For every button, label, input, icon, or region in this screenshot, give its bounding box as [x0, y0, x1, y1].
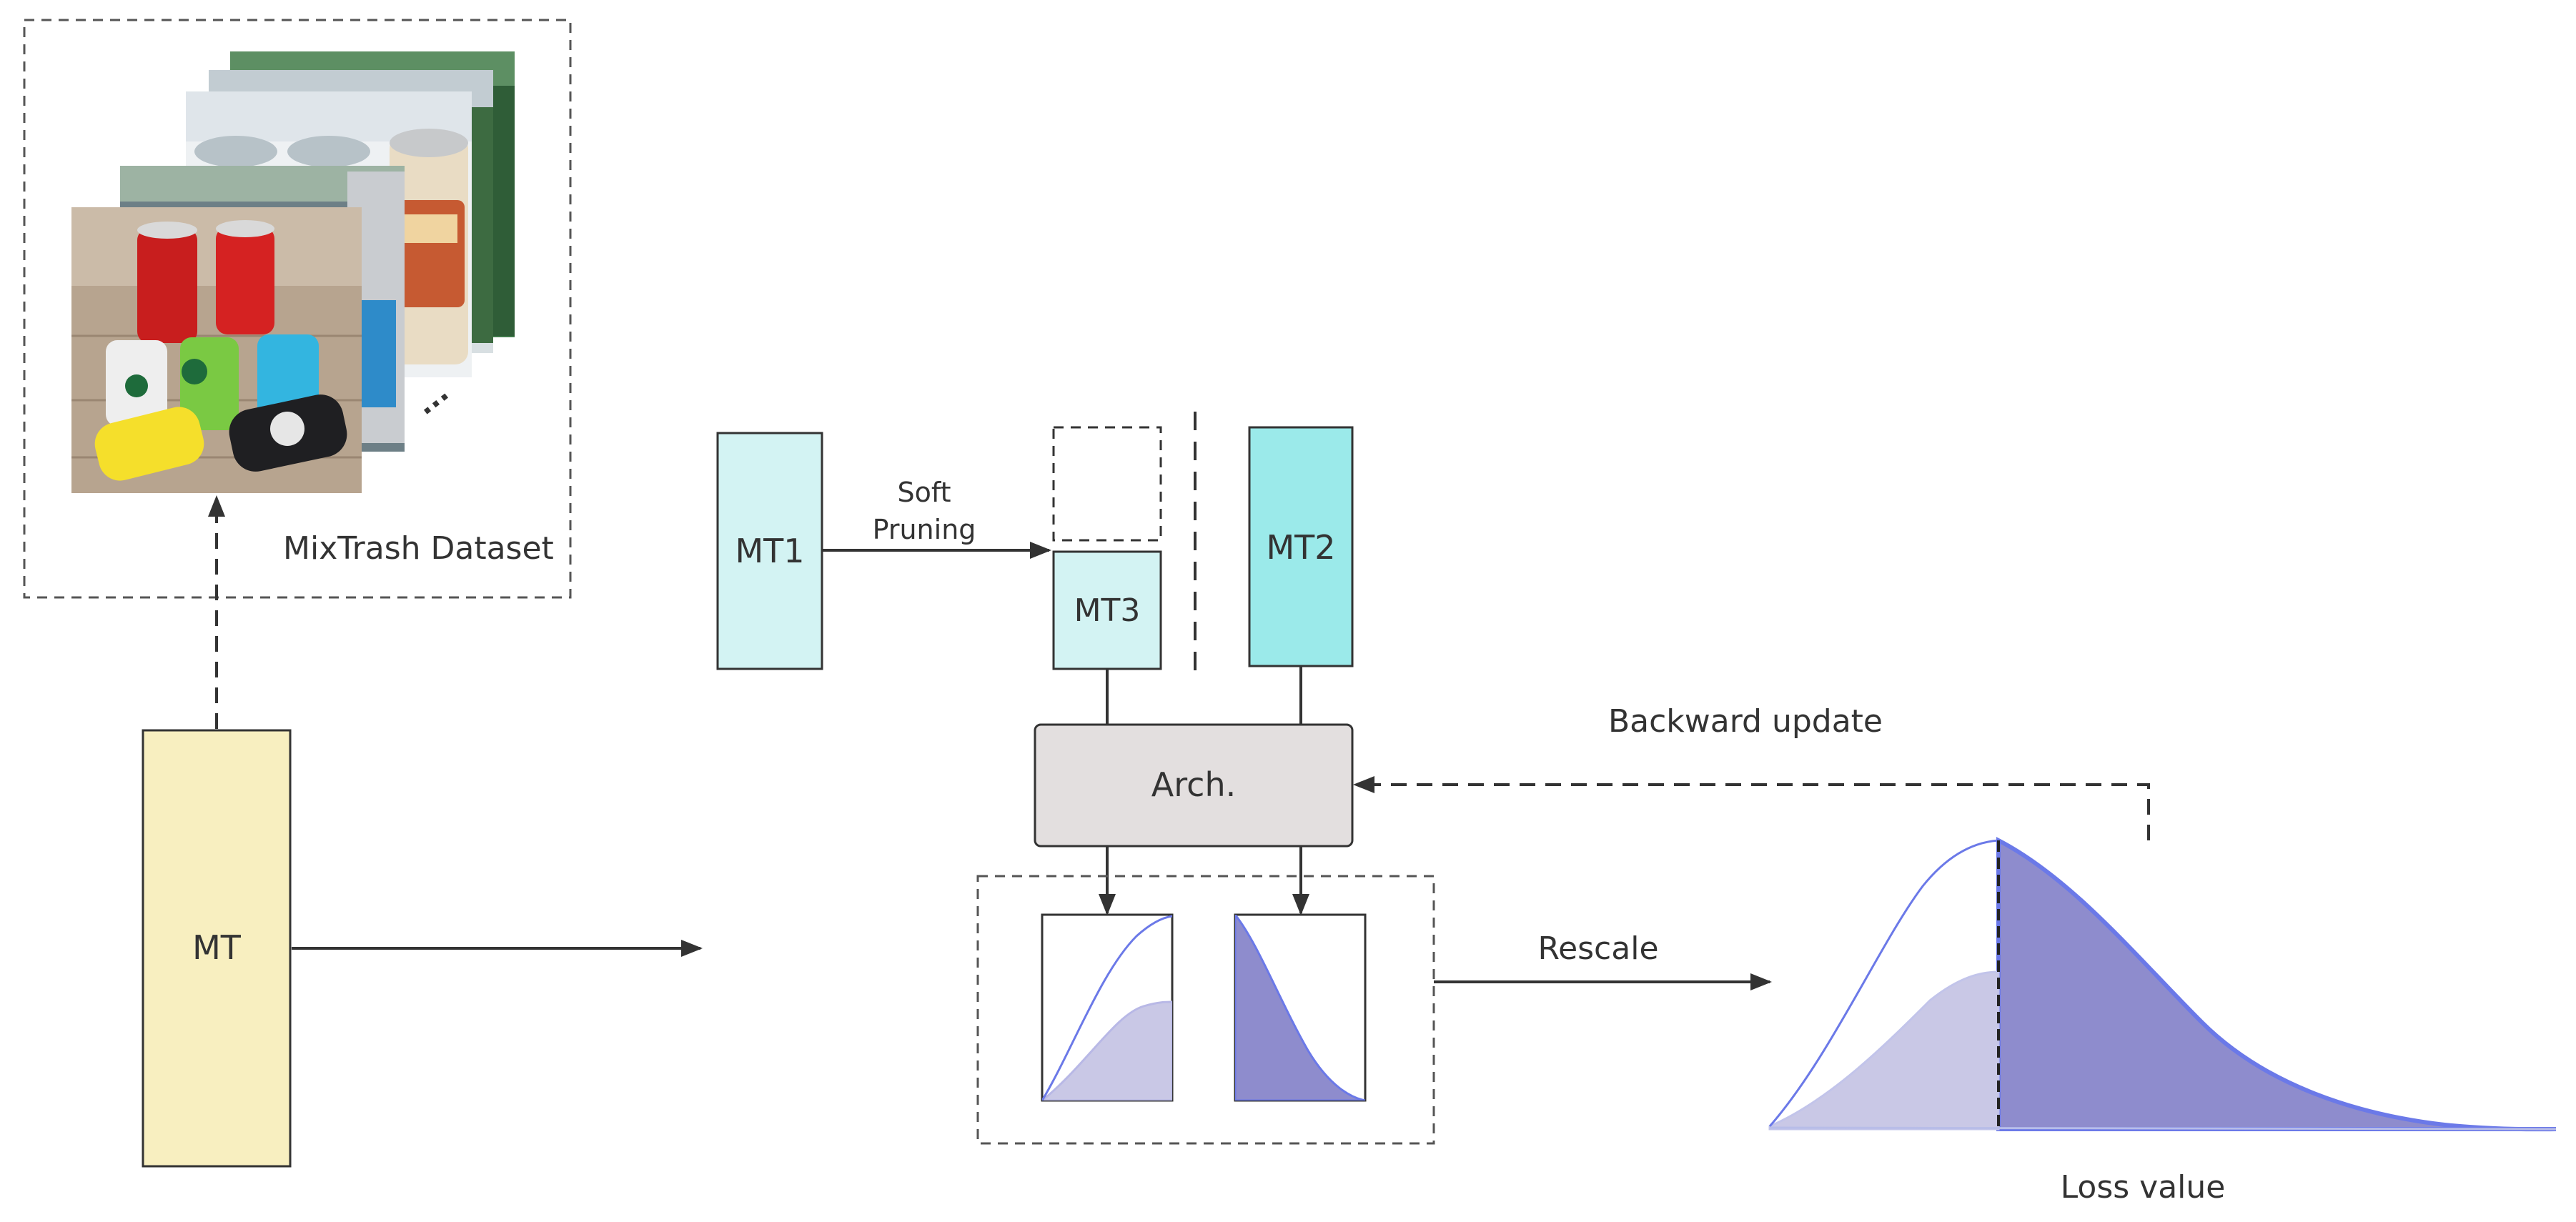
distribution-panel-a: [1041, 913, 1174, 1102]
panel-b-area: [1235, 915, 1365, 1101]
backward-update-label: Backward update: [1608, 703, 1883, 740]
mt1-label: MT1: [735, 532, 804, 570]
distribution-panel-b: [1234, 913, 1367, 1102]
rescaled-distribution: [1768, 837, 2557, 1132]
upper-left-curve: [1768, 839, 1999, 1127]
mt2-label: MT2: [1266, 528, 1335, 567]
rescale-label: Rescale: [1537, 930, 1658, 967]
soft-pruning-label-line1: Soft: [898, 477, 951, 508]
mt3-label: MT3: [1074, 592, 1141, 629]
dataset-frame: [23, 19, 572, 599]
tail-area: [1996, 837, 2557, 1132]
dataset-more-marker: ...: [409, 376, 455, 422]
panel-a-upper-curve: [1042, 915, 1172, 1101]
soft-pruning-label-line2: Pruning: [873, 514, 976, 545]
left-area: [1768, 970, 2000, 1131]
mt-label: MT: [192, 928, 242, 967]
panel-a-lower-area: [1042, 1000, 1172, 1101]
arch-label: Arch.: [1151, 765, 1236, 804]
arch-block: [1034, 723, 1354, 848]
mt-block: [142, 729, 292, 1168]
mt3-block: [1052, 550, 1162, 670]
mt1-block: [716, 432, 823, 670]
pruned-placeholder-box: [1052, 426, 1162, 542]
dataset-label: MixTrash Dataset: [283, 530, 554, 567]
backward-update-arrow: [1353, 776, 2150, 840]
dataset-image-1: [71, 207, 362, 493]
distribution-baseline: [1769, 1126, 2557, 1131]
mt2-block: [1248, 426, 1354, 667]
dataset-image-stack: ...: [71, 51, 515, 493]
loss-value-axis-label: Loss value: [2061, 1169, 2226, 1206]
distribution-panels-frame: [976, 875, 1435, 1145]
